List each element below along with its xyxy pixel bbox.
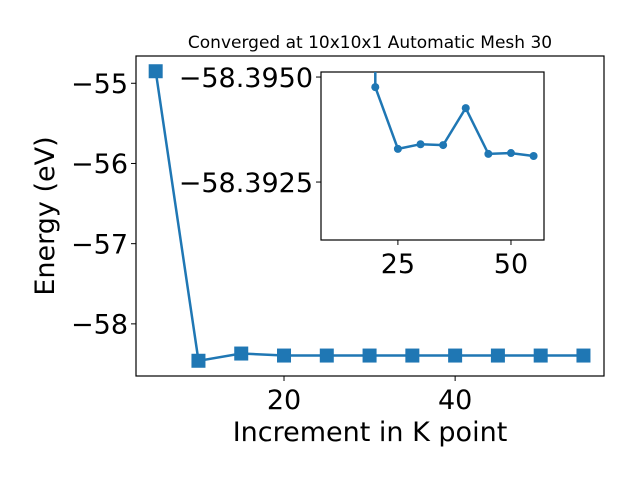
main-data-point xyxy=(576,348,591,363)
main-y-tick-label: −55 xyxy=(71,69,128,100)
inset-x-tick-label: 50 xyxy=(494,249,528,280)
main-data-point xyxy=(148,64,163,79)
main-x-tick-label: 40 xyxy=(438,385,472,416)
main-data-point xyxy=(234,346,249,361)
inset-axes: 25 50 −58.3950 −58.3925 xyxy=(179,63,545,280)
inset-data-point xyxy=(484,149,493,158)
main-y-tick-label: −56 xyxy=(71,149,128,180)
main-data-point xyxy=(533,348,548,363)
inset-data-point xyxy=(439,141,448,150)
inset-data-point xyxy=(371,83,380,92)
chart-title: Converged at 10x10x1 Automatic Mesh 30 xyxy=(188,33,552,53)
inset-x-tick-label: 25 xyxy=(381,249,415,280)
inset-data-point xyxy=(416,140,425,149)
main-data-point xyxy=(277,348,292,363)
y-axis-label: Energy (eV) xyxy=(30,136,61,295)
inset-data-point xyxy=(461,104,470,113)
inset-frame xyxy=(320,71,545,241)
main-data-point xyxy=(319,348,334,363)
x-axis-label: Increment in K point xyxy=(233,417,508,448)
main-data-point xyxy=(191,353,206,368)
main-data-point xyxy=(362,348,377,363)
main-data-point xyxy=(448,348,463,363)
main-y-tick-label: −57 xyxy=(71,229,128,260)
inset-data-point xyxy=(393,144,402,153)
inset-y-tick-label: −58.3950 xyxy=(179,63,313,94)
inset-data-point xyxy=(529,152,538,160)
main-x-tick-label: 20 xyxy=(267,385,301,416)
inset-y-tick-label: −58.3925 xyxy=(179,168,313,199)
main-y-tick-label: −58 xyxy=(71,310,128,341)
main-data-point xyxy=(405,348,420,363)
main-data-point xyxy=(490,348,505,363)
inset-data-point xyxy=(506,149,515,158)
